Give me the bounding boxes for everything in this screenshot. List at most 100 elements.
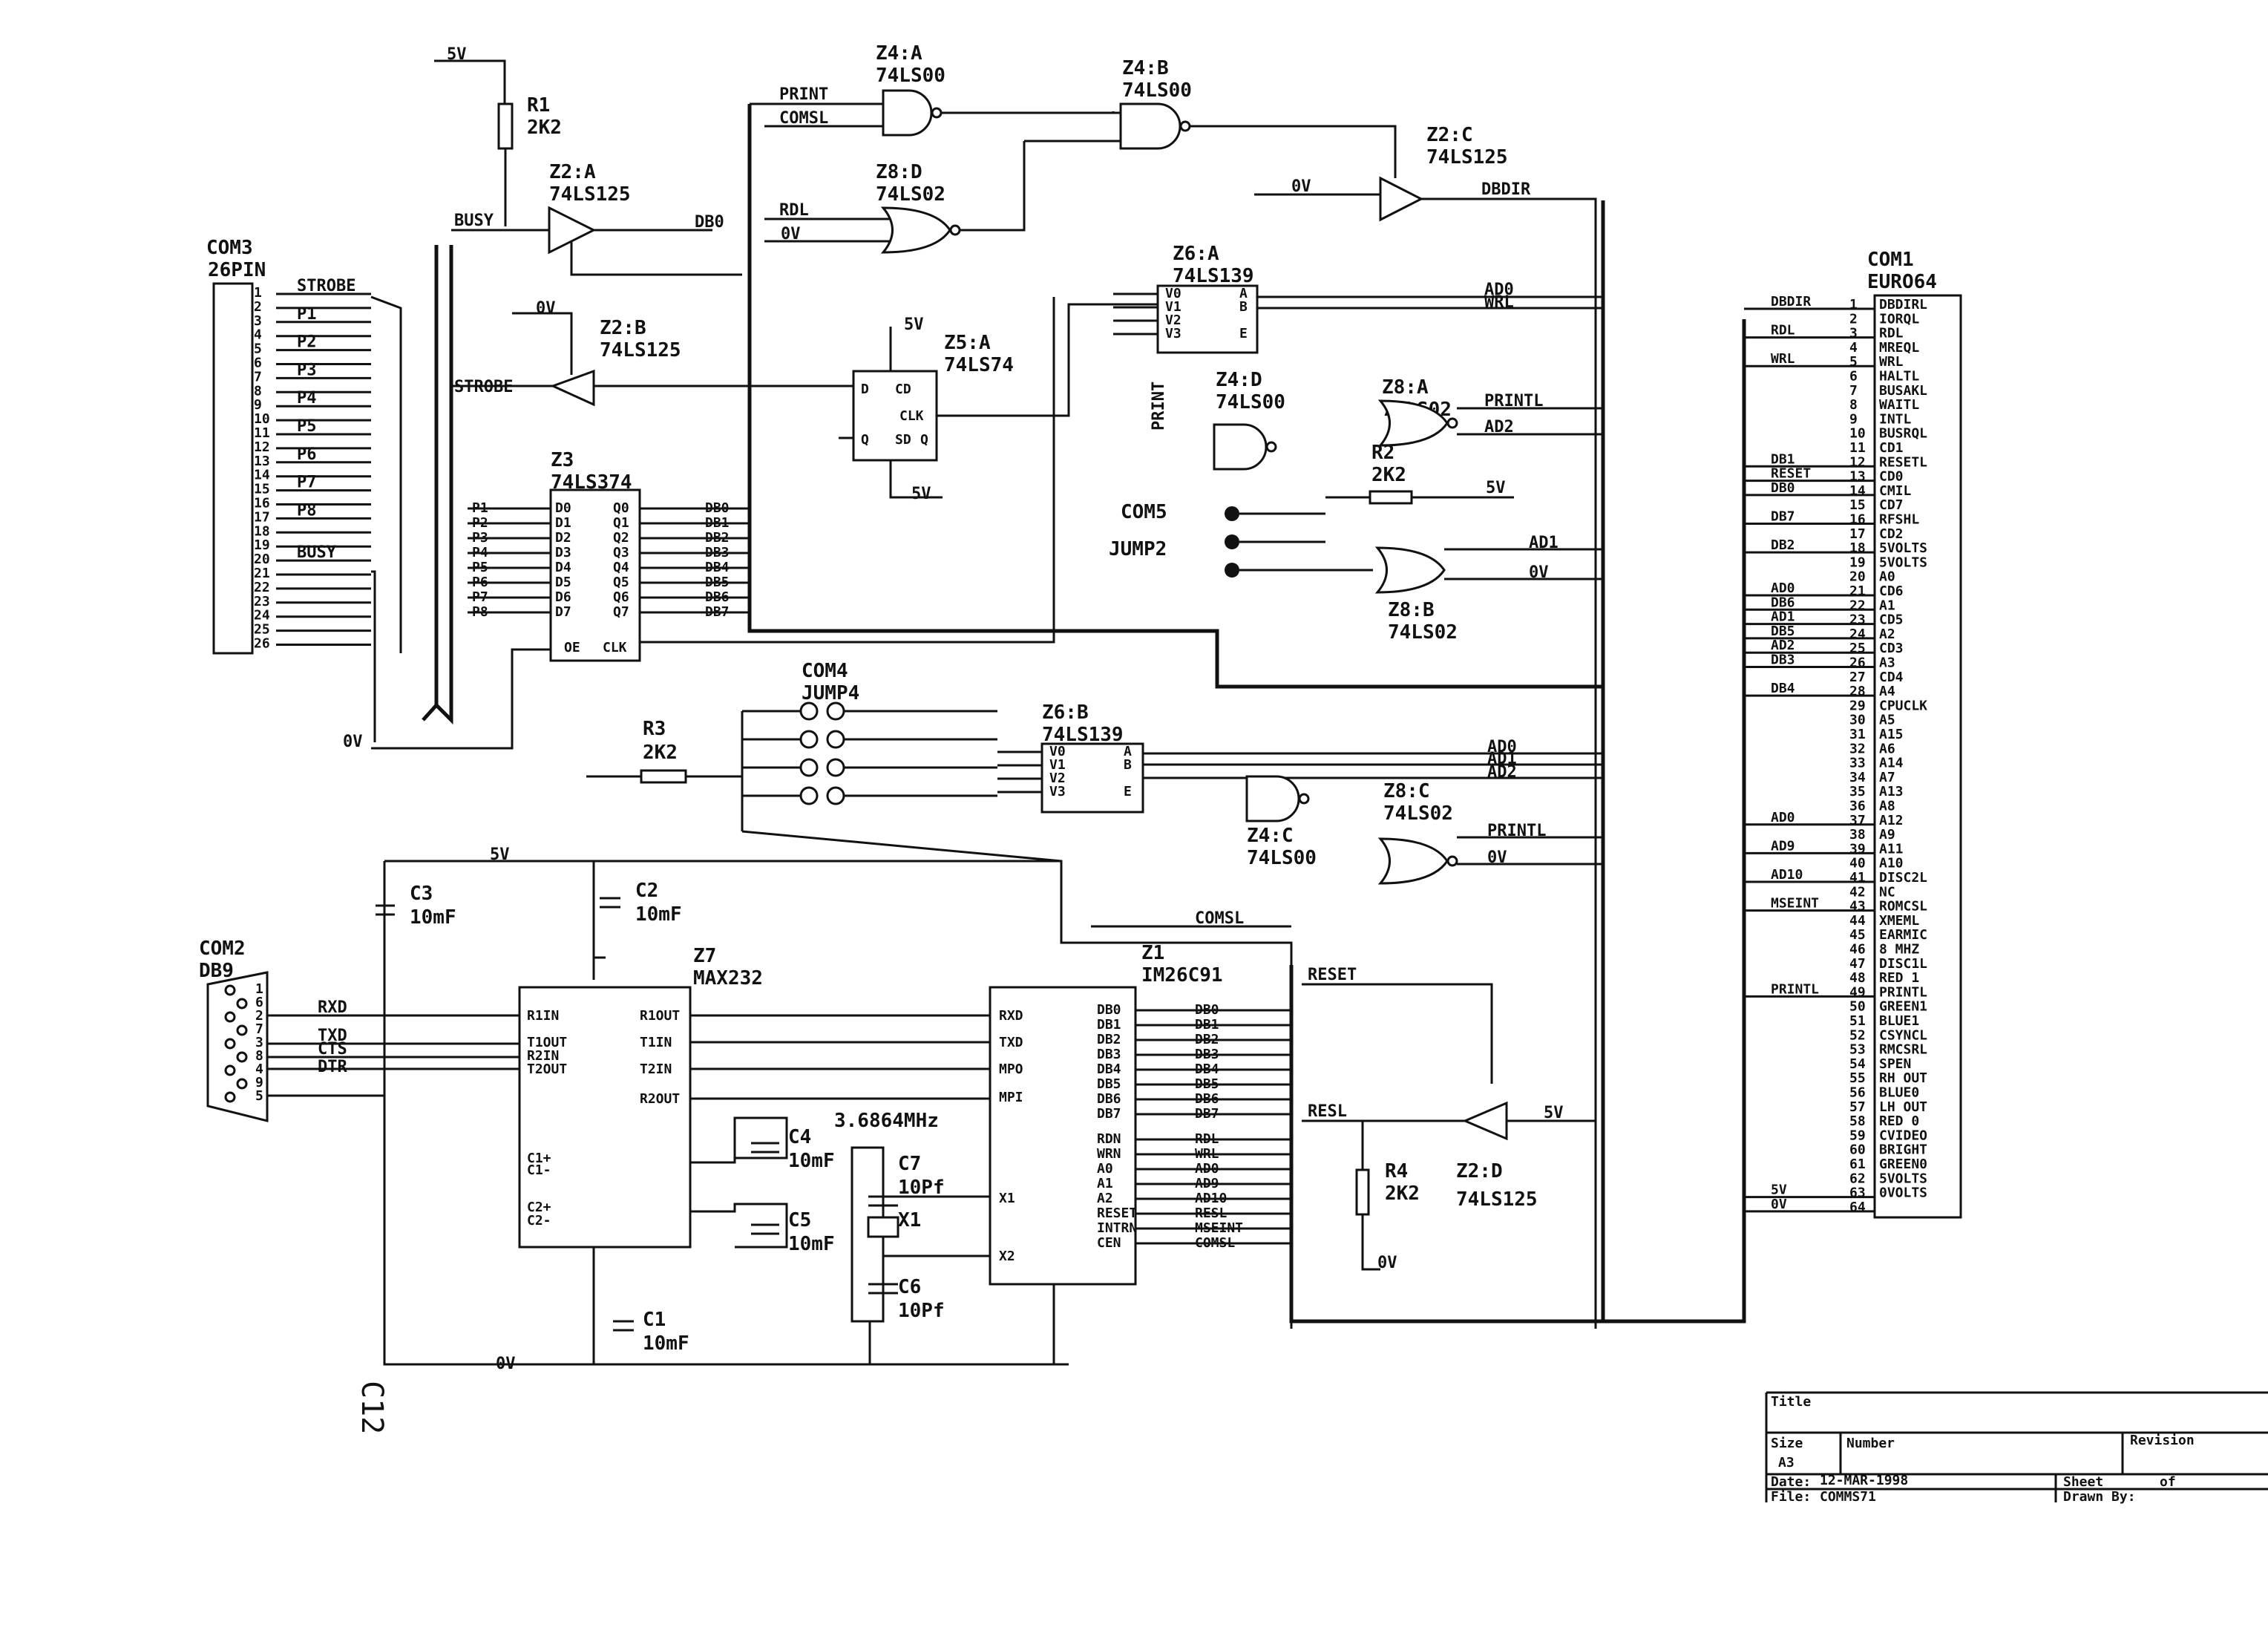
- r2-ref: R2: [1371, 442, 1394, 464]
- printl-net-label-b: PRINTL: [1487, 822, 1546, 840]
- com1-body: [1873, 294, 1962, 1219]
- c4-value: 10mF: [788, 1150, 835, 1172]
- z8c-symbol: [1377, 837, 1449, 885]
- z5a-part: 74LS74: [944, 354, 1014, 376]
- z1-right-pin: DB3: [1097, 1047, 1121, 1062]
- z8a-ref: Z8:A: [1382, 376, 1429, 399]
- com4-pad: [799, 786, 819, 805]
- z5-pin: Q: [861, 432, 869, 448]
- com1-pin-number: 6: [1849, 369, 1858, 385]
- z3-input-pin: D0: [555, 500, 571, 516]
- z5-pin: SD: [895, 432, 911, 448]
- z4a-symbol: [882, 89, 933, 137]
- com1-pin-number: 25: [1849, 641, 1866, 656]
- c2-ref: C2: [635, 880, 658, 902]
- com1-pin-number: 26: [1849, 655, 1866, 671]
- z2a-part: 74LS125: [549, 183, 631, 206]
- com5-ref: COM5: [1121, 501, 1167, 523]
- z2d-ref: Z2:D: [1456, 1160, 1503, 1182]
- com1-pin-name: A8: [1879, 799, 1895, 814]
- drawn-by-label: Drawn By:: [2063, 1489, 2136, 1505]
- z2d-symbol: [1462, 1101, 1508, 1141]
- z7-pin-labels: R1INT1OUTR2INT2OUTC1+C1-C2+C2-R1OUTT1INT…: [527, 1008, 680, 1229]
- com1-pin-name: A11: [1879, 841, 1904, 857]
- com1-pin-number: 11: [1849, 440, 1866, 456]
- com1-pin-name: ROMCSL: [1879, 899, 1927, 915]
- com3-pin-number: 3: [254, 313, 262, 329]
- z8c-part: 74LS02: [1383, 802, 1453, 825]
- z1-right-pin: RDN: [1097, 1131, 1121, 1147]
- c5-capacitor: C5 10mF: [751, 1209, 835, 1255]
- r3-body: [640, 769, 687, 784]
- size-value: A3: [1778, 1455, 1795, 1470]
- z6b-part: 74LS139: [1042, 724, 1124, 746]
- z1-right-pin: INTRN: [1097, 1220, 1137, 1236]
- z2b-ref: Z2:B: [600, 317, 646, 339]
- z6-enable-pin: E: [1124, 784, 1132, 799]
- com1-wire-label: MSEINT: [1771, 896, 1819, 912]
- com1-pin-name: CD0: [1879, 469, 1904, 485]
- z8c-ground-label: 0V: [1487, 848, 1507, 867]
- z1-body: [989, 986, 1137, 1286]
- com1-pin-name: CD6: [1879, 583, 1904, 599]
- com2-pin: [236, 1051, 248, 1063]
- z8b-gate: Z8:B 74LS02 AD1 0V: [1374, 534, 1603, 644]
- z3-ref: Z3: [551, 449, 574, 471]
- r1-vcc-label: 5V: [447, 45, 467, 64]
- com3-signal-label: STROBE: [297, 277, 355, 295]
- z4d-gate: Z4:D 74LS00 PRINT: [1150, 369, 1285, 471]
- z7-right-pin: T2IN: [640, 1061, 672, 1077]
- com2-pin: [236, 998, 248, 1010]
- z8b-ref: Z8:B: [1388, 599, 1435, 621]
- com1-pin-name: DISC1L: [1879, 956, 1927, 972]
- z5-pin: D: [861, 382, 869, 397]
- z4a-part: 74LS00: [876, 65, 945, 87]
- com1-pin-number: 1: [1849, 297, 1858, 313]
- z6-input-pin: V2: [1165, 313, 1181, 328]
- com1-pin-number: 21: [1849, 583, 1866, 599]
- z4c-gate: Z4:C 74LS00: [1245, 775, 1317, 869]
- file-value: COMMS71: [1820, 1489, 1876, 1505]
- com1-pin-name: A9: [1879, 827, 1895, 843]
- com3-pin-number: 15: [254, 482, 270, 497]
- z1-left-pin: TXD: [999, 1035, 1023, 1050]
- z7-ref: Z7: [693, 945, 716, 967]
- com1-pin-number: 44: [1849, 913, 1866, 929]
- title-block: Title Size A3 Number Revision Date: 12-M…: [1765, 1391, 2268, 1505]
- ad0-net-label-a: AD0: [1484, 281, 1514, 299]
- com1-pin-number: 52: [1849, 1027, 1866, 1043]
- gnd-rail-label: 0V: [496, 1355, 516, 1373]
- com1-wire-label: AD10: [1771, 867, 1803, 883]
- com1-pin-number: 57: [1849, 1099, 1866, 1115]
- z7-left-pin: C1-: [527, 1162, 551, 1178]
- com3-pin-number: 18: [254, 523, 270, 539]
- com1-pin-name: A13: [1879, 784, 1904, 799]
- c5-value: 10mF: [788, 1233, 835, 1255]
- com3-pin-number: 9: [254, 397, 262, 413]
- z8a-symbol: [1377, 399, 1449, 447]
- z4d-print-label: PRINT: [1150, 382, 1168, 431]
- z4b-symbol: [1119, 102, 1181, 150]
- com3-ground-rail: [371, 570, 376, 742]
- com2-pin-number: 8: [255, 1048, 263, 1064]
- z1-left-pin: X1: [999, 1191, 1015, 1206]
- z6a-part: 74LS139: [1173, 265, 1254, 287]
- com1-pin-number: 61: [1849, 1157, 1866, 1172]
- com2-pin-number: 9: [255, 1075, 263, 1090]
- z8c-ref: Z8:C: [1383, 780, 1430, 802]
- z5-pin: CLK: [899, 408, 924, 424]
- c2-value: 10mF: [635, 903, 682, 926]
- com1-pin-name: A14: [1879, 756, 1904, 771]
- com3-signal-label: BUSY: [297, 543, 337, 562]
- z3-input-pin: D5: [555, 575, 571, 590]
- com1-pin-name: 5VOLTS: [1879, 554, 1927, 570]
- z6b-ref: Z6:B: [1042, 701, 1089, 724]
- z6-input-pin: V1: [1165, 299, 1181, 315]
- sheet-label: Sheet: [2063, 1474, 2103, 1490]
- z5a-vcc-label: 5V: [904, 315, 924, 334]
- z1-part: IM26C91: [1141, 964, 1223, 987]
